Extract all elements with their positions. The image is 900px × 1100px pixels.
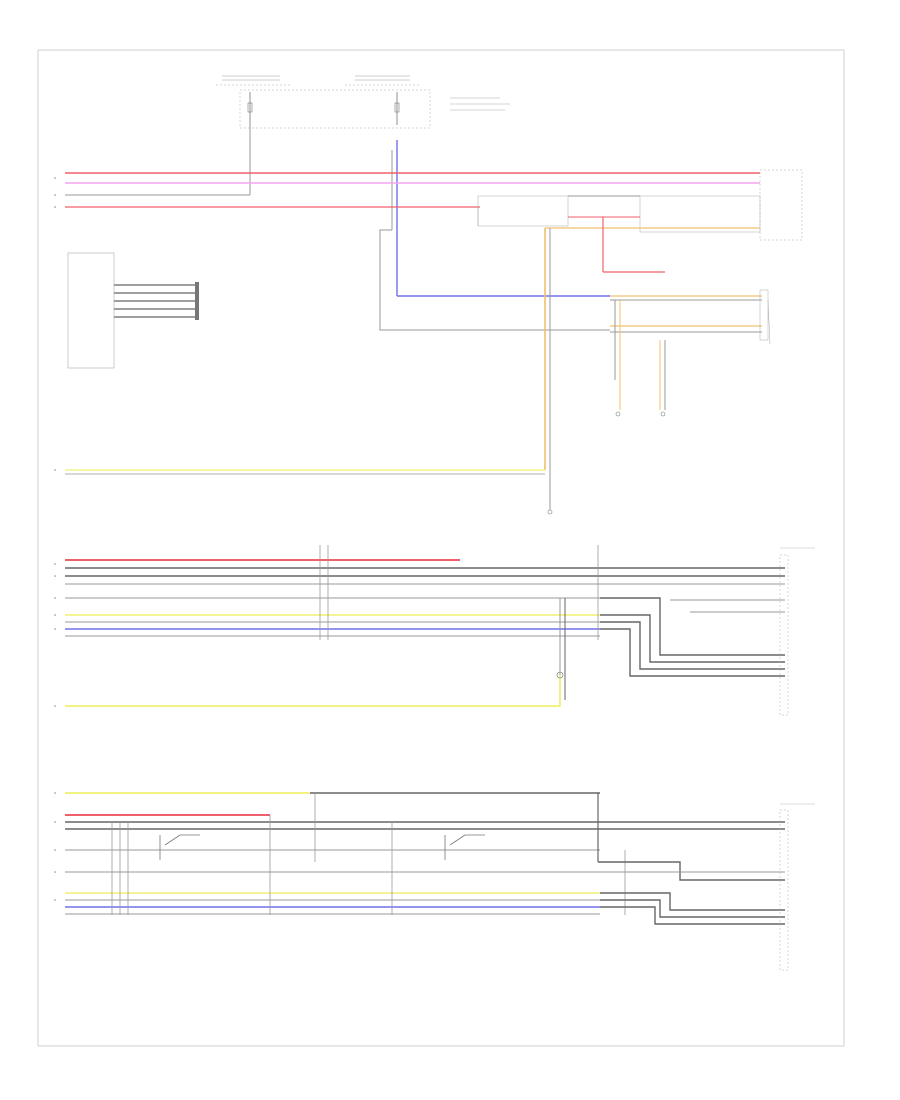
ground-3 bbox=[547, 509, 553, 515]
fuse-1 bbox=[247, 92, 253, 125]
connector-right-top bbox=[759, 289, 769, 341]
fuse-note bbox=[450, 97, 510, 111]
control-module-left bbox=[67, 252, 115, 369]
fuse-box-dashed bbox=[239, 89, 431, 129]
ground-1 bbox=[615, 411, 621, 417]
left-connector-block bbox=[114, 282, 199, 320]
left-pin-markers bbox=[54, 177, 56, 901]
switch-bottom-mid bbox=[444, 834, 485, 860]
right-dashed-box bbox=[759, 169, 803, 241]
lamp-unit-upper bbox=[779, 547, 815, 716]
relay-block-right bbox=[639, 195, 761, 233]
wire-grey-loop bbox=[379, 229, 610, 331]
ground-2 bbox=[660, 411, 666, 417]
lamp-unit-lower bbox=[779, 803, 815, 971]
fuse-2 bbox=[394, 92, 400, 125]
wire-m-yellow-long bbox=[65, 675, 561, 707]
switch-bottom-left bbox=[159, 834, 200, 860]
fuse-panel-1 bbox=[216, 75, 290, 86]
relay-block-mid bbox=[477, 195, 569, 227]
diagram-frame bbox=[37, 49, 845, 1047]
fuse-panel-2 bbox=[345, 75, 420, 86]
